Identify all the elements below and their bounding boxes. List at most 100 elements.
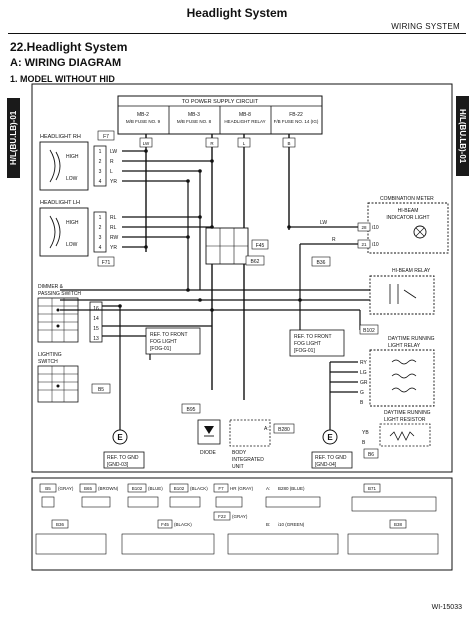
svg-text:LOW: LOW (66, 176, 78, 182)
connector-legend-item: A: B280 (BLUE) (265, 486, 321, 508)
svg-text:DIODE: DIODE (200, 450, 217, 456)
svg-text:LG: LG (360, 370, 367, 376)
svg-text:i10 (GREEN): i10 (GREEN) (278, 522, 305, 527)
diagram-code: WI-15033 (431, 604, 462, 611)
svg-text:[FOG-01]: [FOG-01] (150, 346, 171, 352)
svg-text:LOW: LOW (66, 242, 78, 248)
svg-text:B5: B5 (45, 486, 51, 491)
meter-wires (289, 226, 358, 330)
svg-text:(BROWN): (BROWN) (98, 486, 119, 491)
junction-dots (118, 149, 302, 312)
lighting-switch: LIGHTING SWITCH B5 (37, 352, 111, 403)
svg-text:14: 14 (93, 316, 99, 322)
svg-text:HI-BEAM: HI-BEAM (398, 208, 419, 214)
svg-text:4: 4 (99, 179, 102, 185)
svg-text:YB: YB (362, 430, 369, 436)
connector-legend-item: B5 (GRAY) (39, 483, 74, 508)
drl-resistor: DAYTIME RUNNING LIGHT RESISTOR YB B B6 (362, 410, 431, 459)
supply-wires (145, 134, 290, 400)
svg-text:FOG LIGHT: FOG LIGHT (150, 339, 177, 345)
svg-text:F45: F45 (256, 243, 265, 249)
ground-symbol: E REF. TO GND [GND-04] (311, 429, 353, 469)
svg-text:UNIT: UNIT (232, 464, 244, 470)
svg-text:[GND-04]: [GND-04] (315, 462, 337, 468)
svg-text:B: B (360, 400, 364, 406)
diode: DIODE B95 (181, 403, 221, 456)
relay-wires (60, 289, 370, 330)
svg-text:F22: F22 (218, 514, 226, 519)
svg-text:B38: B38 (394, 522, 403, 527)
svg-text:R: R (332, 237, 336, 243)
header-divider (8, 33, 466, 34)
svg-text:B102: B102 (363, 328, 375, 334)
connector-legend-item: B36 (35, 519, 107, 555)
headlight-lh: HEADLIGHT LH HIGH LOW 1 2 3 4 RL RL RW Y… (39, 200, 119, 267)
svg-text:B5: B5 (98, 387, 104, 393)
svg-text:1: 1 (99, 215, 102, 221)
svg-text:B95: B95 (187, 407, 196, 413)
svg-text:[GND-03]: [GND-03] (107, 462, 129, 468)
fuse-name: MB-3 (188, 112, 200, 118)
connector-legend-item: B102 (BLACK) (169, 483, 208, 508)
svg-text:16: 16 (93, 306, 99, 312)
subsection-title: A: WIRING DIAGRAM (10, 57, 122, 69)
page-subtitle: WIRING SYSTEM (391, 22, 460, 31)
fuse-name: MB-8 (239, 112, 251, 118)
svg-text:15: 15 (93, 326, 99, 332)
svg-text:B:: B: (266, 522, 270, 527)
power-supply-box: TO POWER SUPPLY CIRCUIT MB-2 M/B FUSE NO… (117, 95, 323, 135)
svg-text:B102: B102 (174, 486, 185, 491)
section-title: 22.Headlight System (10, 40, 128, 54)
connector-legend-item: B38 (347, 519, 439, 555)
svg-text:2: 2 (99, 159, 102, 165)
svg-text:1: 1 (99, 149, 102, 155)
svg-text:(GRAY): (GRAY) (58, 486, 74, 491)
svg-text:B: B (287, 141, 290, 146)
svg-text:PASSING SWITCH: PASSING SWITCH (38, 291, 81, 297)
svg-text:RL: RL (110, 225, 117, 231)
connector-legend-item: B102 (BLUE) (127, 483, 163, 508)
fuse-desc: HEADLIGHT RELAY (224, 119, 265, 124)
model-title: 1. MODEL WITHOUT HID (10, 74, 115, 84)
connector-legend-item: F7 HR (GRAY) (213, 483, 254, 508)
page-title: Headlight System (186, 6, 288, 20)
svg-text:REF. TO FRONT: REF. TO FRONT (150, 332, 188, 338)
ref-fog-box: REF. TO FRONT FOG LIGHT [FOG-01] (289, 329, 345, 357)
fuse-desc: F/B FUSE NO. 14 (IG) (274, 119, 319, 124)
fuse-name: FB-22 (289, 112, 303, 118)
svg-text:DAYTIME RUNNING: DAYTIME RUNNING (384, 410, 431, 416)
svg-text:L: L (110, 169, 113, 175)
svg-text:3: 3 (99, 169, 102, 175)
svg-text:COMBINATION METER: COMBINATION METER (380, 196, 434, 202)
svg-text:REF. TO GND: REF. TO GND (315, 455, 347, 461)
svg-text:LIGHT RESISTOR: LIGHT RESISTOR (384, 417, 426, 423)
svg-text:LW: LW (110, 149, 117, 155)
svg-text:YR: YR (110, 245, 117, 251)
svg-text:2: 2 (99, 225, 102, 231)
connector-legend-item: F22 (GRAY) (213, 511, 248, 521)
svg-text:[FOG-01]: [FOG-01] (294, 348, 315, 354)
svg-text:R: R (110, 159, 114, 165)
svg-text:REF. TO GND: REF. TO GND (107, 455, 139, 461)
fuse-name: MB-2 (137, 112, 149, 118)
svg-text:(BLACK): (BLACK) (174, 522, 192, 527)
svg-text:FOG LIGHT: FOG LIGHT (294, 341, 321, 347)
hi-beam-relay: HI-BEAM RELAY (369, 268, 435, 315)
svg-text:E: E (117, 433, 123, 442)
svg-text:L: L (243, 141, 246, 146)
svg-text:(GRAY): (GRAY) (232, 514, 248, 519)
svg-text:RY: RY (360, 360, 368, 366)
svg-text:B65: B65 (84, 486, 93, 491)
svg-text:B280: B280 (278, 427, 290, 433)
svg-text:B62: B62 (251, 259, 260, 265)
svg-text:E: E (327, 433, 333, 442)
body-integrated-unit: BODY INTEGRATED UNIT A: B280 (229, 419, 295, 470)
svg-text:28: 28 (361, 225, 367, 230)
svg-text:4: 4 (99, 245, 102, 251)
connector-legend-item: B: i10 (GREEN) (227, 522, 339, 555)
svg-text:i10: i10 (372, 225, 379, 231)
svg-text:B36: B36 (56, 522, 65, 527)
f45-connector: F45 B62 (205, 227, 269, 266)
rh-wires (122, 150, 212, 182)
